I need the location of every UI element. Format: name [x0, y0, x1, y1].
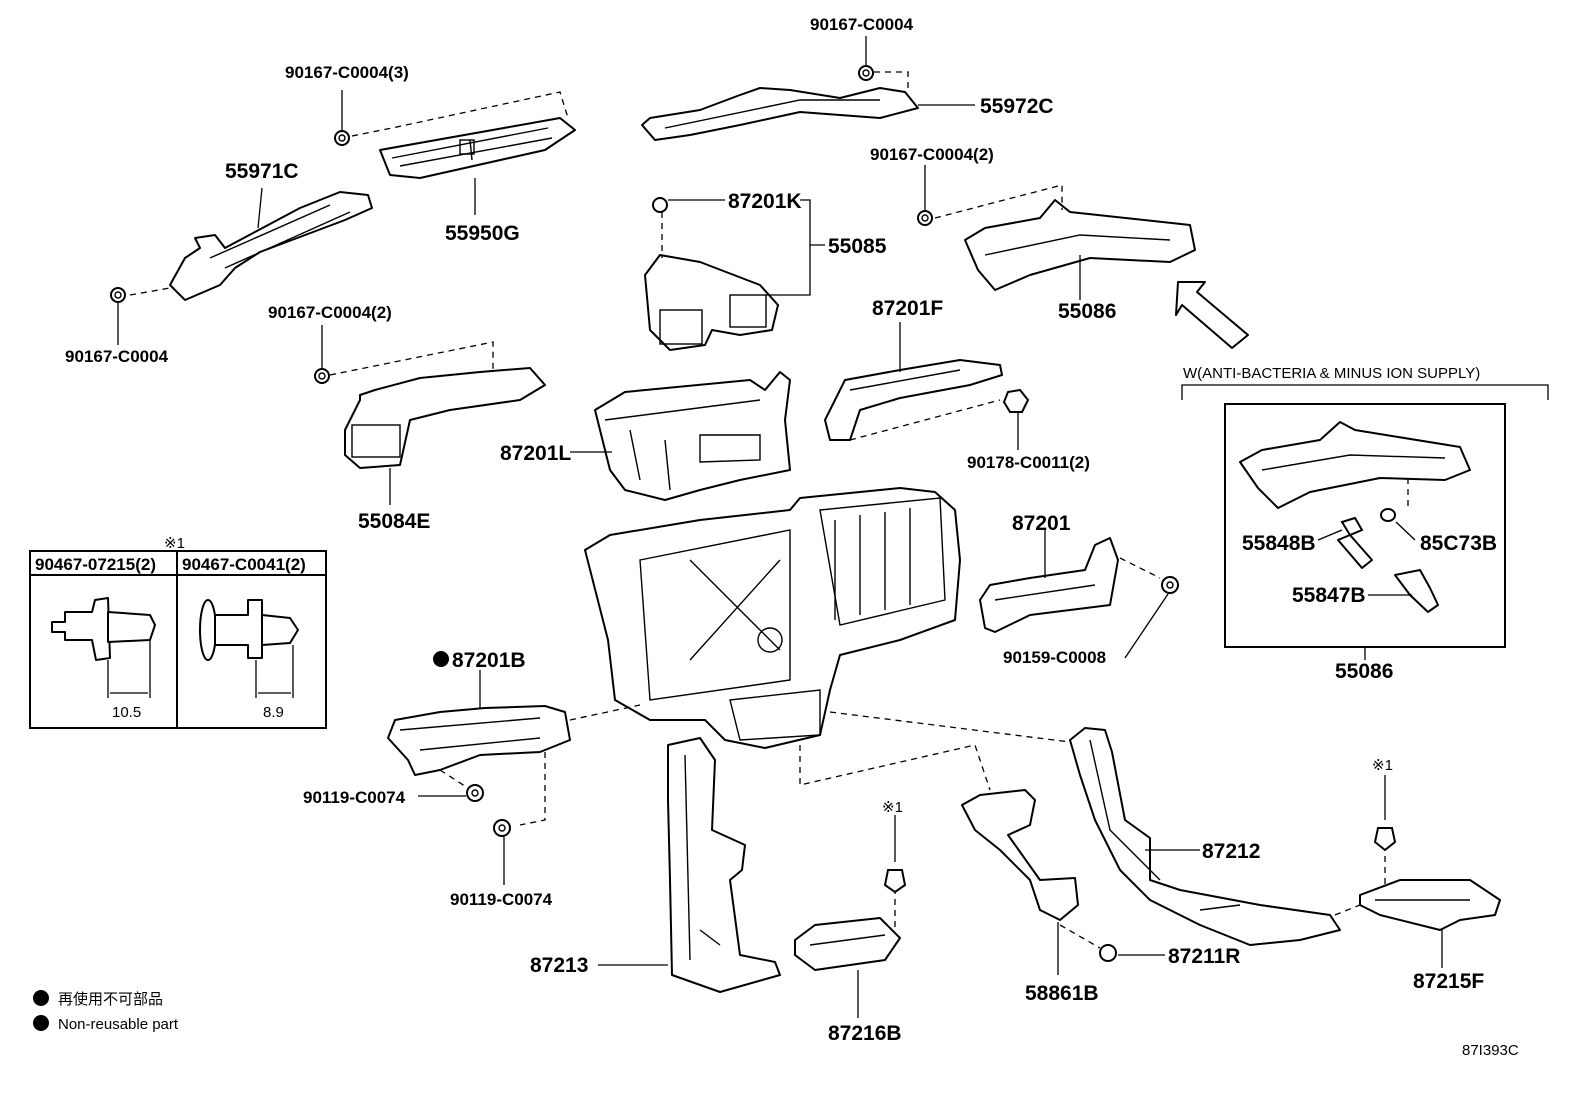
fastener-inset-table: [29, 550, 327, 729]
label-55086-top[interactable]: 55086: [1058, 300, 1116, 323]
clip-87215f[interactable]: [1373, 827, 1397, 852]
part-87216b[interactable]: [794, 917, 901, 971]
label-90167-c0004-left[interactable]: 90167-C0004: [65, 347, 169, 366]
legend-line-2: Non-reusable part: [58, 1016, 179, 1033]
fastener-90467-07215[interactable]: [51, 597, 156, 661]
part-87201l[interactable]: [594, 371, 791, 501]
label-85c73b[interactable]: 85C73B: [1420, 532, 1497, 555]
part-87212[interactable]: [1069, 727, 1341, 946]
clip-87211r[interactable]: [1099, 944, 1117, 962]
part-85c73b[interactable]: [1380, 508, 1396, 522]
fastener-90467-c0041[interactable]: [199, 599, 299, 661]
label-87216b[interactable]: 87216B: [828, 1022, 902, 1045]
label-55971c[interactable]: 55971C: [225, 160, 299, 183]
part-55950g[interactable]: [379, 117, 576, 179]
label-87201b[interactable]: 87201B: [452, 649, 526, 672]
nut-90178-c0011[interactable]: [1002, 388, 1030, 413]
label-90178-c0011[interactable]: 90178-C0011(2): [967, 453, 1090, 472]
clip-87201k[interactable]: [652, 197, 668, 213]
label-90167-c0004-2-right[interactable]: 90167-C0004(2): [870, 145, 994, 164]
inset-col2-dim: 8.9: [263, 704, 284, 721]
label-55086-box[interactable]: 55086: [1335, 660, 1393, 683]
label-55950g[interactable]: 55950G: [445, 222, 520, 245]
note-mark-1: ※1: [882, 799, 903, 816]
part-87201[interactable]: [979, 537, 1119, 633]
label-90167-c0004-3[interactable]: 90167-C0004(3): [285, 63, 409, 82]
diagram-code: 87I393C: [1462, 1042, 1519, 1059]
legend-bullet-2: [33, 1015, 49, 1031]
label-55972c[interactable]: 55972C: [980, 95, 1054, 118]
part-87201b[interactable]: [387, 705, 571, 776]
inset-col2-header: 90467-C0041(2): [182, 555, 306, 574]
bolt-90167-c0004-2-right[interactable]: [917, 210, 933, 226]
part-55971c[interactable]: [169, 191, 373, 301]
label-87212[interactable]: 87212: [1202, 840, 1260, 863]
part-87201f[interactable]: [824, 359, 1003, 441]
inset-col1-header: 90467-07215(2): [35, 555, 156, 574]
inset-note-mark: ※1: [164, 535, 185, 552]
part-55848b[interactable]: [1340, 516, 1364, 537]
label-87213[interactable]: 87213: [530, 954, 588, 977]
label-55848b[interactable]: 55848B: [1242, 532, 1316, 555]
label-87201l[interactable]: 87201L: [500, 442, 571, 465]
label-55085[interactable]: 55085: [828, 235, 887, 258]
label-90159-c0008[interactable]: 90159-C0008: [1003, 648, 1106, 667]
part-55084e[interactable]: [344, 367, 546, 469]
label-87215f[interactable]: 87215F: [1413, 970, 1484, 993]
non-reusable-marker: [433, 651, 449, 667]
label-87201k[interactable]: 87201K: [728, 190, 802, 213]
tube-55848b[interactable]: [1337, 534, 1373, 569]
bolt-90167-c0004-top[interactable]: [858, 65, 874, 81]
part-55972c[interactable]: [641, 87, 919, 141]
label-90167-c0004-top[interactable]: 90167-C0004: [810, 15, 914, 34]
legend-line-1: 再使用不可部品: [58, 991, 163, 1008]
part-55086-variant[interactable]: [1239, 421, 1471, 509]
inset-col1-dim: 10.5: [112, 704, 141, 721]
label-55084e[interactable]: 55084E: [358, 510, 430, 533]
legend-bullet-1: [33, 990, 49, 1006]
variant-bracket: [1181, 384, 1549, 400]
part-87215f[interactable]: [1359, 879, 1501, 931]
label-87211r[interactable]: 87211R: [1168, 945, 1240, 968]
screw-90159-c0008[interactable]: [1161, 576, 1179, 594]
bolt-90167-c0004-a[interactable]: [334, 130, 350, 146]
part-87213[interactable]: [667, 737, 781, 993]
label-87201f[interactable]: 87201F: [872, 297, 943, 320]
label-90119-c0074-a[interactable]: 90119-C0074: [303, 788, 406, 807]
part-58861b[interactable]: [961, 789, 1079, 921]
clip-87216b[interactable]: [883, 869, 907, 894]
bolt-90167-c0004-b[interactable]: [110, 287, 126, 303]
label-90167-c0004-2-left[interactable]: 90167-C0004(2): [268, 303, 392, 322]
bolt-90167-c0004-2-left[interactable]: [314, 368, 330, 384]
part-55086[interactable]: [964, 199, 1196, 291]
label-58861b[interactable]: 58861B: [1025, 982, 1099, 1005]
part-heater-unit[interactable]: [584, 487, 961, 749]
label-55847b[interactable]: 55847B: [1292, 584, 1366, 607]
note-mark-2: ※1: [1372, 757, 1393, 774]
arrow-indicator: [1175, 281, 1249, 349]
screw-90119-c0074-a[interactable]: [466, 784, 484, 802]
part-55085[interactable]: [644, 254, 779, 351]
variant-title: W(ANTI-BACTERIA & MINUS ION SUPPLY): [1183, 365, 1480, 382]
label-87201[interactable]: 87201: [1012, 512, 1071, 535]
label-90119-c0074-b[interactable]: 90119-C0074: [450, 890, 553, 909]
screw-90119-c0074-b[interactable]: [493, 819, 511, 837]
part-55847b[interactable]: [1394, 569, 1439, 613]
